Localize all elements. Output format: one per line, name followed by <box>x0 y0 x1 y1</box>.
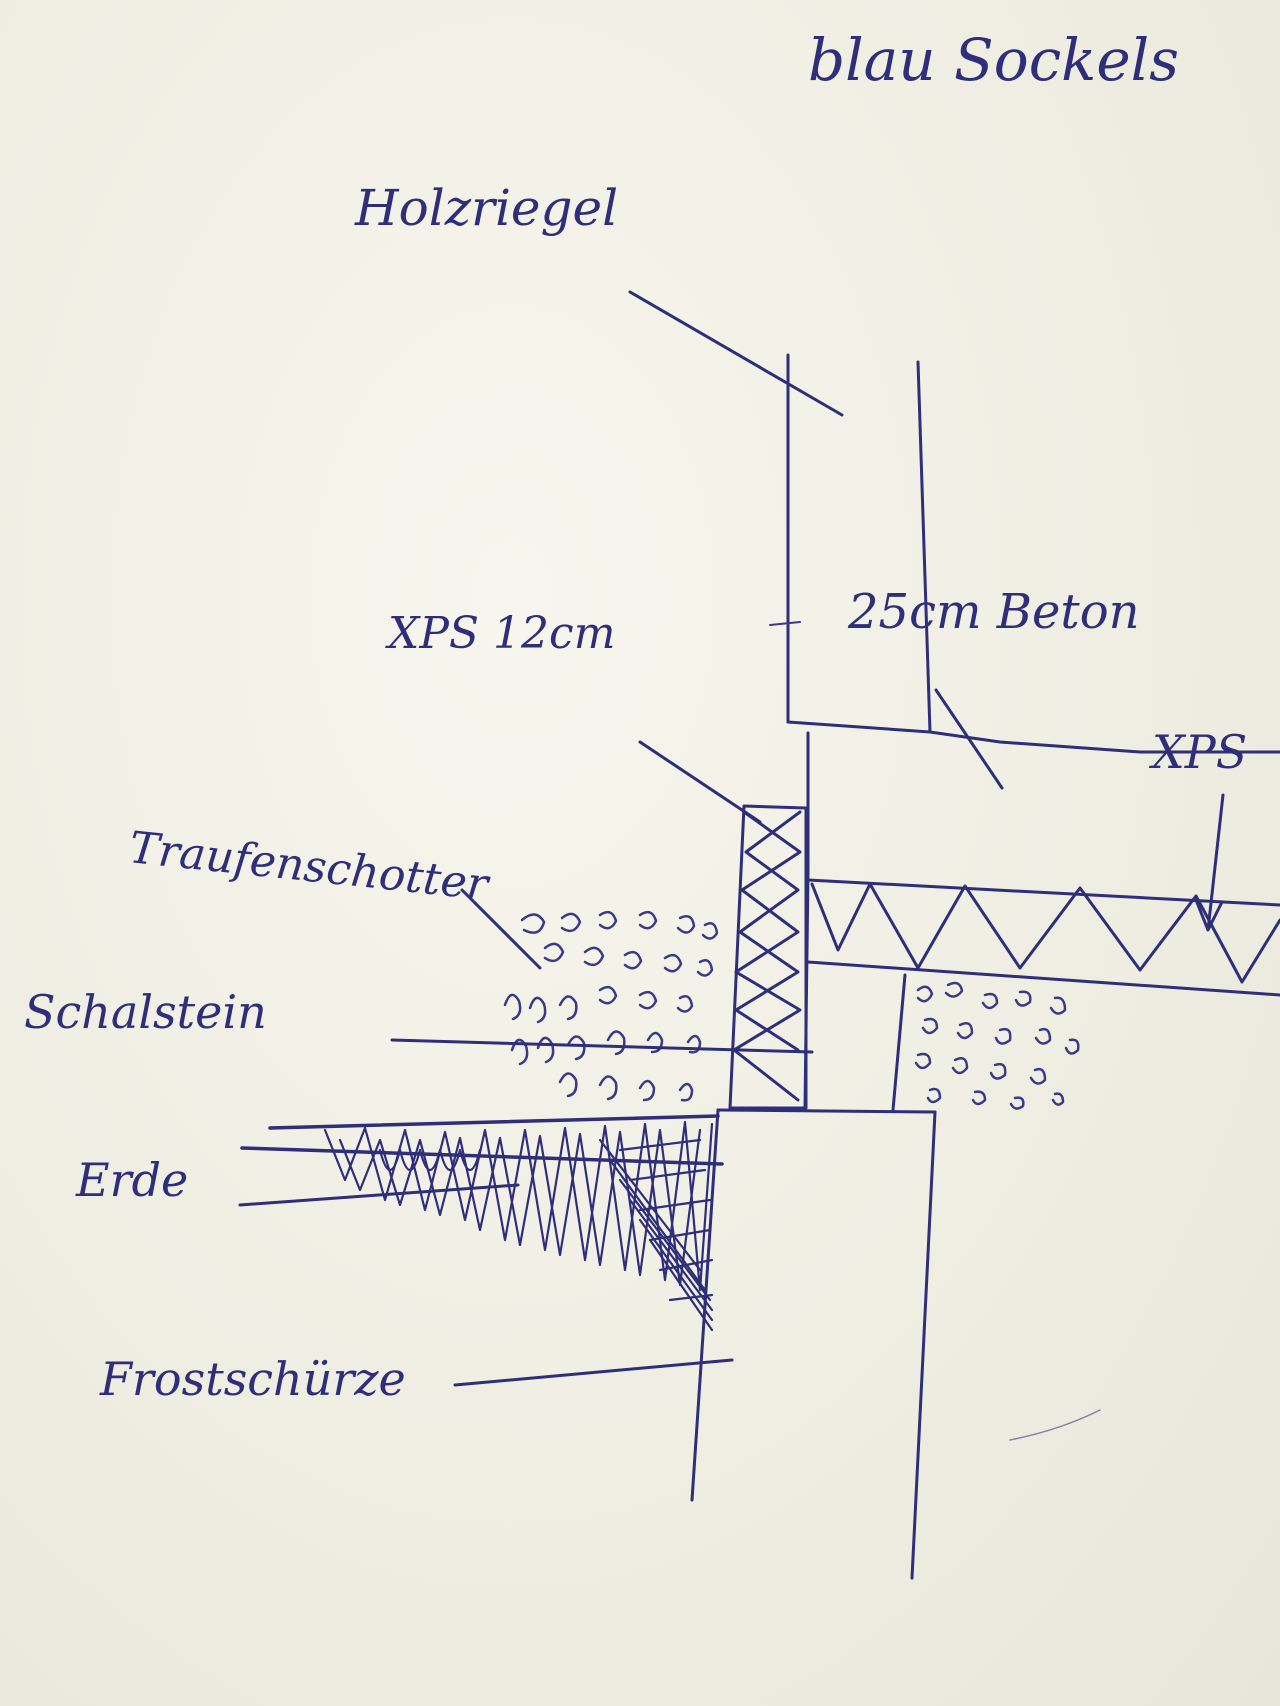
title-fragment: blau Sockels <box>808 26 1179 94</box>
leader-frostschuerze <box>453 1358 734 1387</box>
label-xps: XPS <box>1149 725 1247 779</box>
slab-top-insulation <box>806 878 1280 907</box>
stray-mark-wall <box>769 621 801 626</box>
gravel-traufenschotter <box>503 910 719 1102</box>
footing-top <box>716 1108 937 1114</box>
leader-xps-12 <box>638 740 762 824</box>
xps-zigzag-horizontal <box>810 882 1280 984</box>
frostschuerze-left-edge <box>690 1108 720 1502</box>
wall-right-edge <box>916 360 932 734</box>
gravel-fill-right <box>914 981 1080 1110</box>
leader-holzriegel <box>628 290 844 417</box>
ground-surface-line-1 <box>268 1114 720 1130</box>
leader-xps <box>1194 793 1225 932</box>
footing-right-edge <box>910 1110 937 1580</box>
leader-erde <box>238 1183 520 1207</box>
xps-vertical-zigzag-2 <box>734 810 802 1052</box>
gravel-box <box>891 973 907 1112</box>
label-erde: Erde <box>75 1153 188 1207</box>
slab-bottom-insulation <box>806 960 1280 997</box>
xps-vertical-zigzag <box>732 810 802 1102</box>
wall-bottom <box>786 720 1280 754</box>
leader-traufenschotter <box>460 888 542 970</box>
stray-mark-right <box>1009 1409 1101 1441</box>
label-beton: 25cm Beton <box>847 584 1140 640</box>
leader-schalstein <box>390 1038 814 1054</box>
leader-beton <box>934 688 1004 790</box>
label-holzriegel: Holzriegel <box>354 179 618 237</box>
erde-hatching <box>323 1120 714 1332</box>
label-traufenschotter: Traufenschotter <box>127 822 493 911</box>
ground-surface-line-2 <box>240 1146 724 1166</box>
xps-vertical-box <box>728 804 808 1110</box>
label-frostschuerze: Frostschürze <box>99 1352 406 1406</box>
label-xps-12: XPS 12cm <box>385 608 615 659</box>
label-schalstein: Schalstein <box>24 985 267 1039</box>
